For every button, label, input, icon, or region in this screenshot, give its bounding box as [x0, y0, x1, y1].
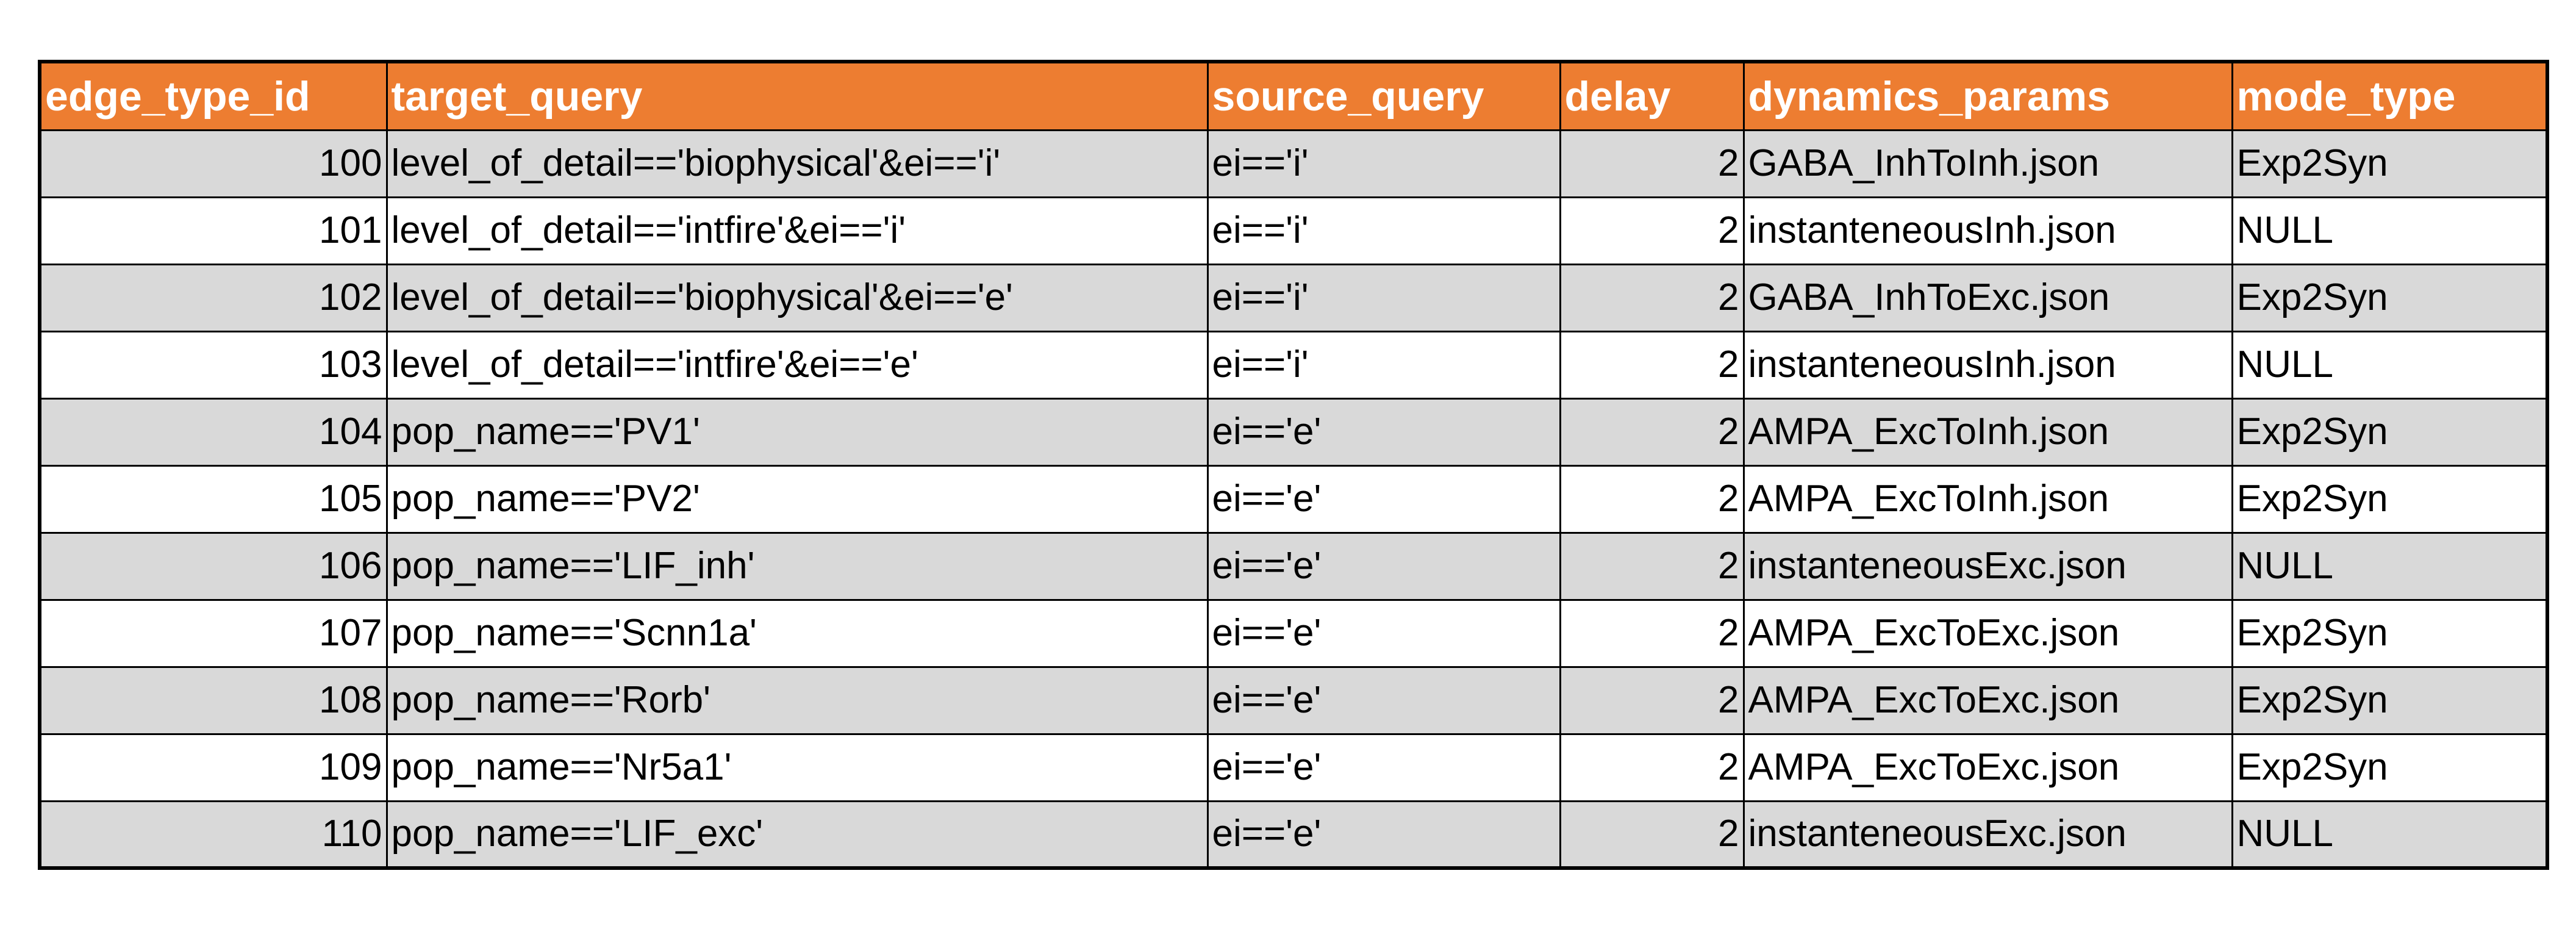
cell-source-query: ei=='i'	[1206, 330, 1561, 400]
cell-source-query: ei=='e'	[1206, 733, 1561, 802]
table-row: 110 pop_name=='LIF_exc' ei=='e' 2 instan…	[38, 800, 2549, 869]
table-row: 108 pop_name=='Rorb' ei=='e' 2 AMPA_ExcT…	[38, 666, 2549, 735]
cell-source-query: ei=='e'	[1206, 464, 1561, 534]
cell-delay: 2	[1559, 666, 1745, 735]
cell-mode-type: Exp2Syn	[2231, 598, 2549, 668]
cell-source-query: ei=='e'	[1206, 800, 1561, 869]
cell-edge-type-id: 102	[38, 263, 388, 332]
table-row: 104 pop_name=='PV1' ei=='e' 2 AMPA_ExcTo…	[38, 397, 2549, 467]
cell-target-query: pop_name=='Scnn1a'	[385, 598, 1209, 668]
cell-delay: 2	[1559, 598, 1745, 668]
cell-mode-type: Exp2Syn	[2231, 733, 2549, 802]
cell-delay: 2	[1559, 531, 1745, 601]
cell-delay: 2	[1559, 800, 1745, 869]
cell-dynamics-params: instanteneousExc.json	[1742, 531, 2233, 601]
cell-target-query: level_of_detail=='biophysical'&ei=='i'	[385, 129, 1209, 198]
header-cell-delay: delay	[1559, 60, 1745, 131]
cell-delay: 2	[1559, 196, 1745, 265]
cell-target-query: pop_name=='LIF_exc'	[385, 800, 1209, 869]
cell-target-query: level_of_detail=='intfire'&ei=='i'	[385, 196, 1209, 265]
cell-target-query: level_of_detail=='intfire'&ei=='e'	[385, 330, 1209, 400]
cell-dynamics-params: instanteneousInh.json	[1742, 196, 2233, 265]
cell-target-query: pop_name=='LIF_inh'	[385, 531, 1209, 601]
cell-mode-type: Exp2Syn	[2231, 129, 2549, 198]
cell-edge-type-id: 103	[38, 330, 388, 400]
cell-target-query: level_of_detail=='biophysical'&ei=='e'	[385, 263, 1209, 332]
cell-source-query: ei=='e'	[1206, 531, 1561, 601]
cell-dynamics-params: AMPA_ExcToExc.json	[1742, 598, 2233, 668]
table-row: 103 level_of_detail=='intfire'&ei=='e' e…	[38, 330, 2549, 400]
cell-edge-type-id: 110	[38, 800, 388, 869]
table-row: 101 level_of_detail=='intfire'&ei=='i' e…	[38, 196, 2549, 265]
cell-mode-type: NULL	[2231, 330, 2549, 400]
cell-source-query: ei=='i'	[1206, 263, 1561, 332]
cell-mode-type: NULL	[2231, 531, 2549, 601]
cell-edge-type-id: 109	[38, 733, 388, 802]
cell-source-query: ei=='i'	[1206, 196, 1561, 265]
table-row: 107 pop_name=='Scnn1a' ei=='e' 2 AMPA_Ex…	[38, 598, 2549, 668]
cell-source-query: ei=='e'	[1206, 598, 1561, 668]
header-row: edge_type_id target_query source_query d…	[38, 60, 2549, 131]
cell-dynamics-params: AMPA_ExcToInh.json	[1742, 464, 2233, 534]
cell-target-query: pop_name=='Rorb'	[385, 666, 1209, 735]
cell-edge-type-id: 108	[38, 666, 388, 735]
cell-delay: 2	[1559, 129, 1745, 198]
cell-edge-type-id: 101	[38, 196, 388, 265]
cell-dynamics-params: GABA_InhToInh.json	[1742, 129, 2233, 198]
cell-dynamics-params: instanteneousExc.json	[1742, 800, 2233, 869]
cell-target-query: pop_name=='PV1'	[385, 397, 1209, 467]
cell-edge-type-id: 106	[38, 531, 388, 601]
edge-types-table: edge_type_id target_query source_query d…	[38, 60, 2549, 870]
cell-dynamics-params: AMPA_ExcToExc.json	[1742, 733, 2233, 802]
cell-mode-type: Exp2Syn	[2231, 464, 2549, 534]
cell-edge-type-id: 100	[38, 129, 388, 198]
cell-source-query: ei=='i'	[1206, 129, 1561, 198]
table-row: 102 level_of_detail=='biophysical'&ei=='…	[38, 263, 2549, 332]
cell-edge-type-id: 107	[38, 598, 388, 668]
cell-source-query: ei=='e'	[1206, 666, 1561, 735]
cell-mode-type: NULL	[2231, 800, 2549, 869]
cell-mode-type: Exp2Syn	[2231, 263, 2549, 332]
cell-dynamics-params: GABA_InhToExc.json	[1742, 263, 2233, 332]
cell-dynamics-params: AMPA_ExcToInh.json	[1742, 397, 2233, 467]
cell-delay: 2	[1559, 263, 1745, 332]
cell-edge-type-id: 104	[38, 397, 388, 467]
cell-delay: 2	[1559, 733, 1745, 802]
cell-source-query: ei=='e'	[1206, 397, 1561, 467]
table-row: 109 pop_name=='Nr5a1' ei=='e' 2 AMPA_Exc…	[38, 733, 2549, 802]
header-cell-target-query: target_query	[385, 60, 1209, 131]
cell-target-query: pop_name=='Nr5a1'	[385, 733, 1209, 802]
cell-dynamics-params: instanteneousInh.json	[1742, 330, 2233, 400]
cell-target-query: pop_name=='PV2'	[385, 464, 1209, 534]
header-cell-dynamics-params: dynamics_params	[1742, 60, 2233, 131]
cell-edge-type-id: 105	[38, 464, 388, 534]
header-cell-mode-type: mode_type	[2231, 60, 2549, 131]
header-cell-edge-type-id: edge_type_id	[38, 60, 388, 131]
cell-delay: 2	[1559, 464, 1745, 534]
table-row: 105 pop_name=='PV2' ei=='e' 2 AMPA_ExcTo…	[38, 464, 2549, 534]
cell-delay: 2	[1559, 330, 1745, 400]
header-cell-source-query: source_query	[1206, 60, 1561, 131]
cell-mode-type: NULL	[2231, 196, 2549, 265]
cell-mode-type: Exp2Syn	[2231, 397, 2549, 467]
cell-dynamics-params: AMPA_ExcToExc.json	[1742, 666, 2233, 735]
table-row: 106 pop_name=='LIF_inh' ei=='e' 2 instan…	[38, 531, 2549, 601]
cell-delay: 2	[1559, 397, 1745, 467]
cell-mode-type: Exp2Syn	[2231, 666, 2549, 735]
table-row: 100 level_of_detail=='biophysical'&ei=='…	[38, 129, 2549, 198]
